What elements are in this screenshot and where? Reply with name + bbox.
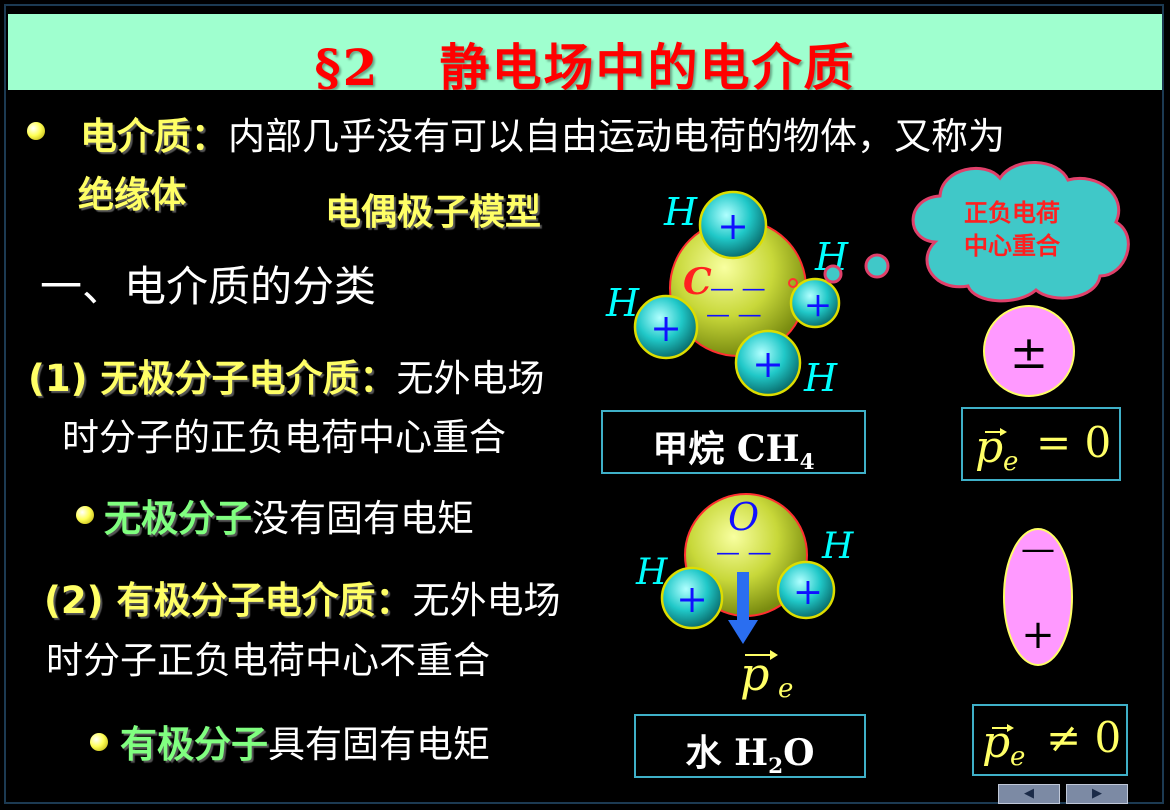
methane-formula: CH xyxy=(736,428,800,470)
section-heading: 一、电介质的分类 xyxy=(40,262,377,311)
plus-sign: + xyxy=(752,342,784,386)
methane-name: 甲烷 xyxy=(652,429,737,470)
next-slide-button[interactable]: ▶ xyxy=(1066,784,1128,804)
nonpolar-text-a: 无外电场 xyxy=(396,357,545,400)
callout-cloud: 正负电荷 中心重合 xyxy=(823,161,1130,303)
page-title: §2 静电场中的电介质 xyxy=(8,28,1162,100)
hydrogen-label: H xyxy=(635,552,668,593)
plus-sign: + xyxy=(676,577,708,621)
polar-label: (2) 有极分子电介质： xyxy=(44,579,413,622)
nonpolar-highlight: 无极分子 xyxy=(104,497,252,540)
title-bar: §2 静电场中的电介质 xyxy=(8,14,1162,97)
dipole-plus: + xyxy=(1021,612,1055,658)
methane-molecule: + + + + C — — — — H H H H xyxy=(605,190,849,400)
section-number: §2 xyxy=(314,38,380,97)
dipole-minus: — xyxy=(1021,529,1055,569)
definition-term2: 绝缘体 xyxy=(78,175,187,216)
polar-text-a: 无外电场 xyxy=(412,579,561,622)
carbon-label: C xyxy=(683,261,712,303)
formula-nonzero-rel: ≠ 0 xyxy=(1046,713,1121,762)
definition-term: 电介质： xyxy=(80,115,228,158)
bullet-icon xyxy=(27,122,45,140)
plus-sign: + xyxy=(650,306,682,350)
definition-text: 内部几乎没有可以自由运动电荷的物体，又称为 xyxy=(228,115,1005,158)
title-text: 静电场中的电介质 xyxy=(439,39,856,97)
polar-line1: (2) 有极分子电介质：无外电场 xyxy=(44,570,560,624)
hydrogen-atom xyxy=(776,560,836,620)
bullet-icon xyxy=(76,506,94,524)
water-box: 水 H2O xyxy=(634,714,866,780)
oxygen-label: O xyxy=(728,495,759,539)
minus-signs: — — xyxy=(706,300,762,328)
polar-bullet: 有极分子具有固有电矩 xyxy=(120,714,490,768)
dipole-icon: — + xyxy=(1003,528,1073,666)
bullet-icon xyxy=(90,733,108,751)
water-name: 水 xyxy=(685,733,735,774)
formula-zero: p e = 0 xyxy=(975,418,1111,477)
water-formula-b: O xyxy=(783,732,815,774)
plus-sign: + xyxy=(793,572,823,613)
nonpolar-bullet-rest: 没有固有电矩 xyxy=(252,497,474,540)
formula-zero-p: p xyxy=(975,422,1003,473)
model-title: 电偶极子模型 xyxy=(325,192,542,233)
hydrogen-atom xyxy=(660,566,724,630)
plus-sign: + xyxy=(717,204,749,248)
hydrogen-label: H xyxy=(663,190,698,234)
hydrogen-label: H xyxy=(803,356,838,400)
formula-nonzero: p e ≠ 0 xyxy=(982,713,1121,772)
slide-frame xyxy=(4,4,1164,804)
formula-zero-rel: = 0 xyxy=(1036,418,1111,467)
prev-slide-button[interactable]: ◀ xyxy=(998,784,1060,804)
nonpolar-line1: (1) 无极分子电介质：无外电场 xyxy=(28,348,544,402)
polar-bullet-rest: 具有固有电矩 xyxy=(268,723,490,766)
coincident-charge-icon: ± xyxy=(983,305,1075,397)
dipole-arrow-shaft xyxy=(737,572,749,622)
water-formula-sub: 2 xyxy=(768,754,784,780)
water-formula-a: H xyxy=(734,732,769,774)
plus-minus-symbol: ± xyxy=(1010,325,1049,379)
center-dot xyxy=(788,278,798,288)
moment-label: p xyxy=(740,647,769,701)
methane-formula-sub: 4 xyxy=(799,450,815,476)
methane-box: 甲烷 CH4 xyxy=(601,410,866,476)
hydrogen-label: H xyxy=(605,281,640,325)
formula-zero-sub: e xyxy=(1003,447,1018,477)
formula-nonzero-box xyxy=(972,704,1128,776)
minus-signs: — — xyxy=(716,538,772,566)
cloud-text-1: 正负电荷 xyxy=(964,199,1060,227)
dipole-arrow-head xyxy=(728,620,758,644)
formula-nonzero-sub: e xyxy=(1010,742,1025,772)
cloud-text-2: 中心重合 xyxy=(964,232,1061,260)
hydrogen-atom xyxy=(633,294,699,360)
polar-highlight: 有极分子 xyxy=(120,723,268,766)
moment-sub: e xyxy=(778,674,793,704)
definition-line: 电介质：内部几乎没有可以自由运动电荷的物体，又称为 xyxy=(80,106,1005,160)
formula-nonzero-p: p xyxy=(982,717,1010,768)
polar-line2: 时分子正负电荷中心不重合 xyxy=(46,639,490,682)
nonpolar-bullet: 无极分子没有固有电矩 xyxy=(104,488,474,542)
nonpolar-label: (1) 无极分子电介质： xyxy=(28,357,397,400)
water-molecule: + + O — — H H p e xyxy=(635,493,854,704)
hydrogen-atom xyxy=(734,329,802,397)
formula-zero-box xyxy=(961,407,1121,481)
plus-sign: + xyxy=(804,285,833,325)
hydrogen-label: H xyxy=(821,526,854,567)
hydrogen-atom xyxy=(789,277,841,329)
minus-signs: — — xyxy=(710,274,766,302)
hydrogen-atom xyxy=(698,190,768,260)
nonpolar-line2: 时分子的正负电荷中心重合 xyxy=(62,416,506,459)
